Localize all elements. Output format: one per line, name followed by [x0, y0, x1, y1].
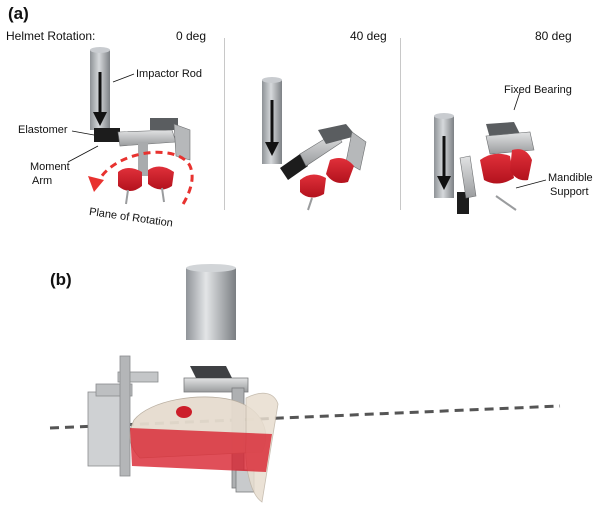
impactor-rod-label: Impactor Rod [136, 68, 203, 80]
bearing-block [150, 118, 178, 130]
mandible-support-label-1: Mandible [548, 172, 593, 184]
support-pin-right [161, 187, 165, 203]
elastomer-large [190, 366, 232, 378]
left-bracket [87, 391, 125, 467]
large-impactor-rod-top [186, 264, 236, 272]
rotation-arc-arrowhead [88, 176, 104, 192]
elastomer-label: Elastomer [18, 124, 68, 136]
impactor-rod-40-top [262, 77, 282, 83]
mandible-support-label-2: Support [550, 186, 589, 198]
impactor-rod-top [90, 47, 110, 53]
angle-80-label: 80 deg [535, 29, 572, 43]
mandible-support-80-left [480, 153, 514, 184]
rotation-arc [94, 150, 194, 207]
moment-arm-label-1: Moment [30, 161, 70, 173]
helmet-rotation-label: Helmet Rotation: [6, 29, 96, 43]
large-impactor-rod [186, 268, 236, 340]
support-pin-left [125, 189, 129, 205]
mandible-support-40-left [300, 174, 326, 198]
elastomer-leader [71, 130, 95, 136]
left-hook [117, 371, 159, 383]
bearing-frame-80 [485, 131, 535, 155]
impact-arrowhead-80 [437, 176, 451, 190]
elastomer-40 [280, 154, 308, 180]
impact-arrowhead-40 [265, 142, 279, 156]
impactor-leader [112, 73, 135, 83]
moment-arm-80 [459, 155, 477, 199]
separator-2 [400, 38, 401, 210]
panel-b-label: (b) [50, 270, 72, 289]
elastomer [94, 128, 120, 142]
mandible-support-left [118, 168, 142, 191]
assembly-40deg [262, 77, 367, 211]
rotation-axis [49, 404, 561, 430]
panel-a-label: (a) [8, 4, 29, 23]
assembly-0deg [67, 47, 194, 207]
support-pin-40 [307, 197, 313, 211]
fixed-bearing-leader [513, 91, 521, 111]
mandible-support-40-right [326, 158, 354, 183]
moment-arm-leader [67, 145, 99, 163]
bearing-block-40 [318, 124, 356, 144]
vertical-post [119, 355, 131, 477]
mandible-support-80-right [510, 149, 532, 181]
assembly-detail-view [49, 264, 561, 503]
mandible-support-right [148, 166, 174, 190]
impact-arrowhead [93, 112, 107, 126]
angle-0-label: 0 deg [176, 29, 207, 43]
support-pin-80 [495, 195, 517, 211]
assembly-80deg [434, 91, 547, 214]
angle-40-label: 40 deg [350, 29, 387, 43]
moment-arm-label-2: Arm [32, 175, 53, 187]
bearing-plate-40 [345, 131, 367, 171]
mandible-support-leader [515, 179, 547, 189]
eye-marker [176, 406, 192, 418]
fixed-bearing-label: Fixed Bearing [504, 84, 572, 96]
mandible-support-large [130, 428, 272, 472]
bearing-plate [173, 123, 191, 161]
vertical-link [138, 142, 148, 176]
separator-1 [224, 38, 225, 210]
impactor-rod-80-top [434, 113, 454, 119]
